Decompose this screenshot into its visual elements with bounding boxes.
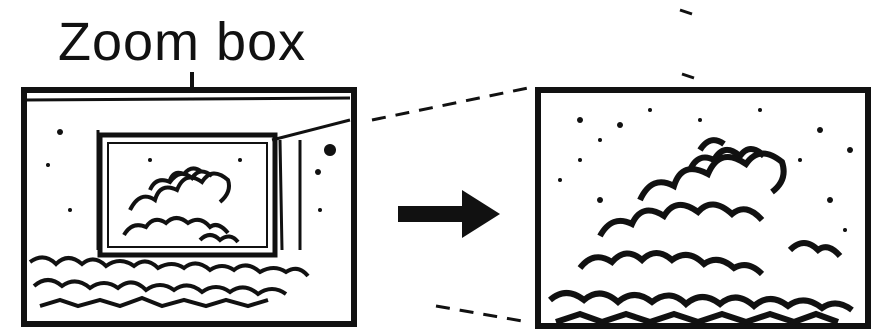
projection-line-bottom (436, 306, 528, 322)
source-picture (24, 90, 354, 324)
right-arrow-icon (398, 190, 500, 238)
zoomed-picture (538, 90, 868, 326)
projection-line-top (372, 88, 528, 120)
source-frame (24, 90, 354, 324)
stray-marks (680, 10, 694, 78)
